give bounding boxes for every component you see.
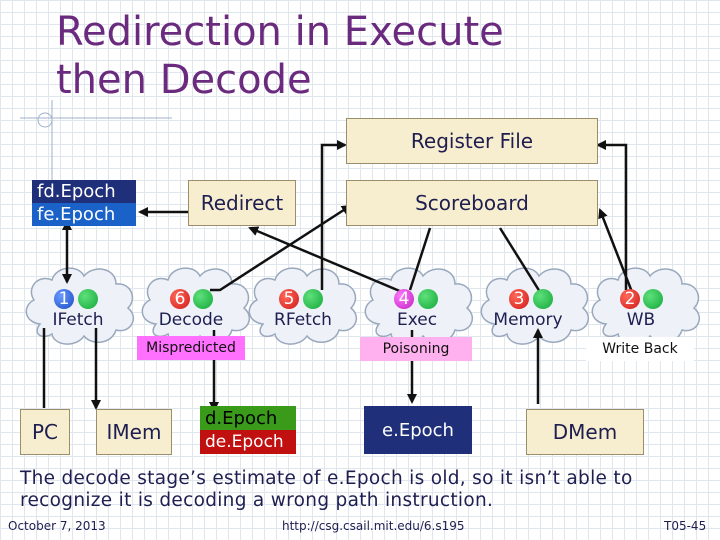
e-epoch-box: e.Epoch	[364, 406, 472, 454]
scoreboard-box: Scoreboard	[346, 180, 598, 226]
stage-ifetch-label: IFetch	[52, 310, 104, 330]
stage-exec-label: Exec	[396, 310, 438, 330]
stage-wb-label: WB	[626, 310, 656, 330]
pc-box: PC	[20, 409, 70, 455]
d-epoch-box: d.Epoch	[200, 406, 296, 430]
stage-wb-green-dot	[643, 289, 663, 309]
dmem-box: DMem	[526, 409, 644, 455]
footer-date: October 7, 2013	[8, 519, 106, 533]
e-epoch-label: e.Epoch	[382, 419, 454, 441]
fe-epoch-box: fe.Epoch	[32, 203, 136, 226]
stage-memory-number: 3	[513, 289, 525, 309]
stage-exec-green-dot	[418, 289, 438, 309]
imem-label: IMem	[106, 420, 162, 444]
stage-ifetch-number-text: 1	[58, 289, 70, 309]
stage-wb-red-dot	[620, 289, 640, 309]
pc-label: PC	[31, 420, 59, 444]
stage-exec-red-dot	[394, 289, 414, 309]
fd-epoch-box: fd.Epoch	[32, 180, 136, 203]
redirect-label: Redirect	[200, 191, 284, 215]
fe-epoch-label: fe.Epoch	[37, 204, 116, 225]
redirect-box: Redirect	[188, 180, 296, 226]
stage-rfetch-green-dot	[303, 289, 323, 309]
stage-ifetch-red-dot	[54, 289, 74, 309]
register-file-label: Register File	[410, 129, 534, 153]
mispredicted-tag: Mispredicted	[137, 336, 245, 360]
stage-ifetch-green-dot	[78, 289, 98, 309]
write-back-tag: Write Back	[586, 337, 694, 361]
slide-caption: The decode stage’s estimate of e.Epoch i…	[20, 468, 633, 511]
stage-memory-green-dot	[533, 289, 553, 309]
footer-url: http://csg.csail.mit.edu/6.s195	[282, 519, 465, 533]
write-back-label: Write Back	[602, 341, 678, 357]
stage-rfetch-red-dot	[279, 289, 299, 309]
register-file-box: Register File	[346, 118, 598, 164]
title-line-1: Redirection in Execute	[56, 9, 504, 55]
poisoning-label: Poisoning	[382, 341, 450, 357]
de-epoch-box: de.Epoch	[200, 430, 296, 454]
de-epoch-label: de.Epoch	[205, 432, 284, 452]
mispredicted-label: Mispredicted	[146, 340, 236, 356]
dmem-label: DMem	[552, 420, 618, 444]
slide-title: Redirection in Execute then Decode	[56, 8, 504, 104]
stage-decode-label: Decode	[158, 310, 224, 330]
stage-rfetch-label: RFetch	[274, 310, 332, 330]
imem-box: IMem	[96, 409, 172, 455]
fd-epoch-label: fd.Epoch	[37, 181, 116, 202]
d-epoch-label: d.Epoch	[205, 407, 278, 429]
stage-decode-red-dot	[170, 289, 190, 309]
title-line-2: then Decode	[56, 57, 312, 103]
poisoning-tag: Poisoning	[360, 337, 472, 361]
stage-decode-number: 6	[174, 289, 186, 309]
stage-memory-label: Memory	[493, 310, 563, 330]
stage-decode-green-dot	[193, 289, 213, 309]
stage-rfetch-number: 5	[283, 289, 295, 309]
stage-wb-number: 2	[624, 289, 636, 309]
footer-slide-number: T05-45	[664, 519, 707, 533]
stage-memory-red-dot	[509, 289, 529, 309]
scoreboard-label: Scoreboard	[415, 191, 529, 215]
stage-exec-number: 4	[398, 289, 410, 309]
